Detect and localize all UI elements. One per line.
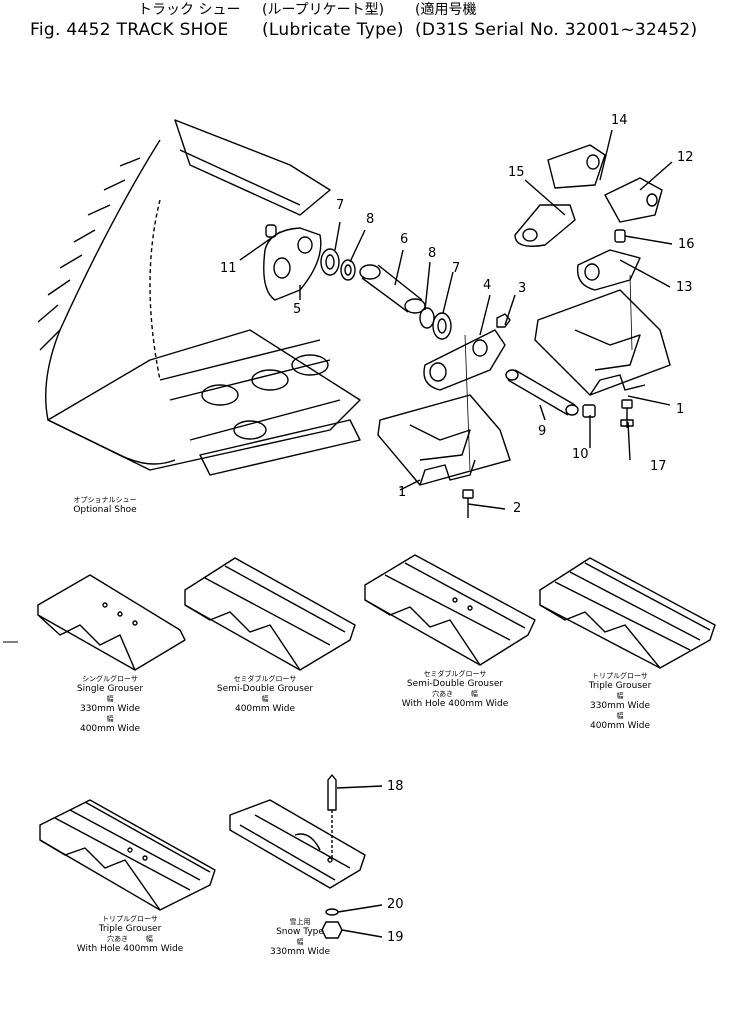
callout-15: 15 [508,165,525,180]
part-9-pin-drawing [505,369,579,416]
part-13-link-drawing [576,249,641,291]
part-6-bushing-drawing [359,264,426,314]
callout-2: 2 [513,501,522,516]
part-4-link-drawing [423,329,506,391]
part-7-seal-left-drawing [320,248,340,276]
part-11-pin-drawing [265,224,277,238]
shoe-semi-double-grouser-drawing [184,557,356,671]
shoe-single-grouser-drawing [37,574,186,671]
callout-13: 13 [676,280,693,295]
type-jp: (ループリケート型) [262,2,385,18]
part-1-shoe-center-drawing [377,334,511,486]
callout-20: 20 [387,897,404,912]
part-1-shoe-right-drawing [534,274,671,396]
caption-single-grouser: シングルグローサ Single Grouser 幅 330mm Wide 幅 4… [76,675,144,734]
part-15-link-drawing [514,204,576,247]
callout-14: 14 [611,113,628,128]
callout-4: 4 [483,278,492,293]
caption-semi-double-grouser-hole: セミダブルグローサ Semi-Double Grouser 穴あき 幅 With… [401,670,509,709]
callout-1-center: 1 [398,485,407,500]
part-3-nut-drawing [496,313,511,328]
part-20-washer-drawing [325,908,339,916]
callout-11: 11 [220,261,237,276]
part-5-link-drawing [263,227,322,301]
callout-3: 3 [518,281,527,296]
part-8-seal-right-drawing [419,307,435,329]
figure-type: (Lubricate Type) [262,20,404,40]
optional-shoe-caption: オプショナルシュー Optional Shoe [73,496,137,515]
part-10-bushing-drawing [582,404,596,418]
caption-triple-grouser: トリプルグローサ Triple Grouser 幅 330mm Wide 幅 4… [588,672,652,731]
shoe-triple-grouser-drawing [539,557,716,669]
part-17-bolt-drawing [620,399,634,428]
callout-10: 10 [572,447,589,462]
part-18-stud-drawing [327,774,337,858]
callout-19: 19 [387,930,404,945]
part-8-seal-left-drawing [340,259,356,281]
part-12-link-drawing [604,177,663,223]
track-assembly-drawing [37,119,361,476]
callout-17: 17 [650,459,667,474]
callout-6: 6 [400,232,409,247]
part-2-bolt-drawing [462,489,474,518]
callout-18: 18 [387,779,404,794]
caption-triple-grouser-hole: トリプルグローサ Triple Grouser 穴あき 幅 With Hole … [76,915,184,954]
part-14-link-drawing [547,144,606,189]
callout-9: 9 [538,424,547,439]
callout-7-right: 7 [452,261,461,276]
callout-8-left: 8 [366,212,375,227]
callout-8-right: 8 [428,246,437,261]
shoe-snow-type-drawing [229,799,366,889]
part-16-screw-drawing [614,229,626,243]
shoe-triple-grouser-hole-drawing [39,799,216,911]
callout-7-left: 7 [336,198,345,213]
part-19-nut-drawing [321,921,343,939]
part-7-seal-right-drawing [432,312,452,340]
callout-1-right: 1 [676,402,685,417]
shoe-semi-double-grouser-hole-drawing [364,554,536,666]
figure-title: Fig. 4452 TRACK SHOE [30,20,229,40]
callout-5: 5 [293,302,302,317]
callout-12: 12 [677,150,694,165]
serial-jp: (適用号機 [415,2,477,18]
figure-serial: (D31S Serial No. 32001~32452) [415,20,698,40]
title-jp: トラック シュー [138,2,241,18]
callout-16: 16 [678,237,695,252]
caption-snow-type: 雪上用 Snow Type 幅 330mm Wide [269,918,331,957]
caption-semi-double-grouser: セミダブルグローサ Semi-Double Grouser 幅 400mm Wi… [216,675,314,714]
